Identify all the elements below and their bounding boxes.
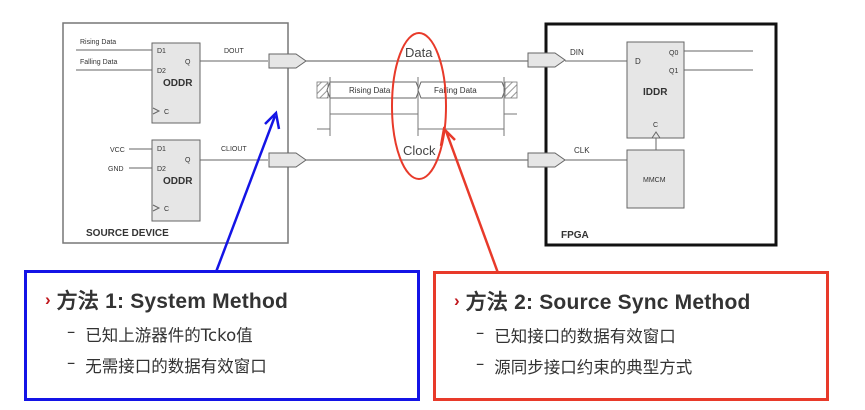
pin-d1: D1 (157, 48, 166, 55)
falling-data-label: Falling Data (434, 86, 477, 95)
iddr-block: D Q0 Q1 IDDR C (626, 41, 753, 139)
dash-icon: – (476, 354, 485, 373)
method1-bullet-2: – 无需接口的数据有效窗口 (67, 353, 417, 377)
dout-label: DOUT (224, 48, 245, 55)
pin-d2: D2 (157, 68, 166, 75)
timing-diagram: Rising Data Falling Data (316, 77, 518, 136)
cliout-buffer-icon (268, 152, 307, 168)
fpga-box (544, 22, 778, 247)
mmcm-block: MMCM (626, 149, 685, 209)
clock-signal-label: Clock (403, 143, 436, 158)
falling-data-input-label: Falling Data (80, 59, 117, 66)
iddr-label: IDDR (643, 87, 668, 98)
clk-label: CLK (574, 146, 590, 155)
method1-title: 方法 1: System Method (56, 290, 289, 313)
cliout-label: CLIOUT (221, 146, 247, 153)
clock-pin-icon (152, 107, 161, 115)
method2-title-row: › 方法 2: Source Sync Method (454, 286, 826, 316)
oddr-clock-block: VCC GND D1 D2 Q ODDR C CLIOUT (108, 139, 268, 222)
source-device-label: SOURCE DEVICE (86, 228, 169, 239)
source-device-box (62, 22, 289, 244)
dash-icon: – (67, 322, 76, 341)
method2-title: 方法 2: Source Sync Method (465, 291, 751, 314)
pin-d1: D1 (157, 146, 166, 153)
method1-title-row: › 方法 1: System Method (45, 285, 417, 315)
bullet-text: 已知上游器件的Tcko值 (85, 326, 253, 345)
oddr-data-block: Rising Data Falling Data D1 D2 Q ODDR C … (76, 39, 268, 124)
vcc-label: VCC (110, 147, 125, 154)
method2-arrowhead-icon (439, 126, 456, 147)
method1-box: › 方法 1: System Method – 已知上游器件的Tcko值 – 无… (24, 270, 420, 401)
clock-pin-icon (152, 204, 161, 212)
bullet-text: 无需接口的数据有效窗口 (85, 357, 267, 376)
rising-data-window (326, 81, 420, 99)
mmcm-label: MMCM (643, 177, 666, 184)
clock-pin-icon (651, 131, 661, 139)
fpga-label: FPGA (561, 230, 589, 241)
clk-buffer-icon (527, 152, 566, 168)
pin-q0: Q0 (669, 50, 678, 57)
pin-q1: Q1 (669, 68, 678, 75)
chevron-right-icon: › (45, 290, 51, 309)
oddr-data-label: ODDR (163, 78, 193, 89)
method1-bullet-1: – 已知上游器件的Tcko值 (67, 322, 417, 346)
bullet-text: 已知接口的数据有效窗口 (494, 327, 676, 346)
highlight-ellipse (391, 32, 447, 180)
bullet-text: 源同步接口约束的典型方式 (494, 358, 693, 377)
chevron-right-icon: › (454, 291, 460, 310)
pin-c: C (164, 109, 169, 116)
dout-buffer-icon (268, 53, 307, 69)
method1-arrow-line (214, 115, 277, 273)
dash-icon: – (476, 323, 485, 342)
pin-q: Q (185, 59, 191, 66)
oddr-clock-label: ODDR (163, 176, 193, 187)
method2-bullet-2: – 源同步接口约束的典型方式 (476, 354, 826, 378)
data-signal-label: Data (405, 45, 433, 60)
din-buffer-icon (527, 52, 566, 68)
rising-data-label: Rising Data (349, 86, 391, 95)
method2-arrow-line (444, 130, 500, 274)
pin-c: C (164, 206, 169, 213)
method2-bullet-1: – 已知接口的数据有效窗口 (476, 323, 826, 347)
pin-d: D (635, 57, 641, 66)
dash-icon: – (67, 353, 76, 372)
rising-data-input-label: Rising Data (80, 39, 116, 46)
pin-d2: D2 (157, 166, 166, 173)
method1-arrowhead-icon (264, 110, 281, 130)
method2-box: › 方法 2: Source Sync Method – 已知接口的数据有效窗口… (433, 271, 829, 401)
pin-q: Q (185, 157, 191, 164)
pin-c: C (653, 122, 658, 129)
gnd-label: GND (108, 166, 124, 173)
din-label: DIN (570, 48, 584, 57)
